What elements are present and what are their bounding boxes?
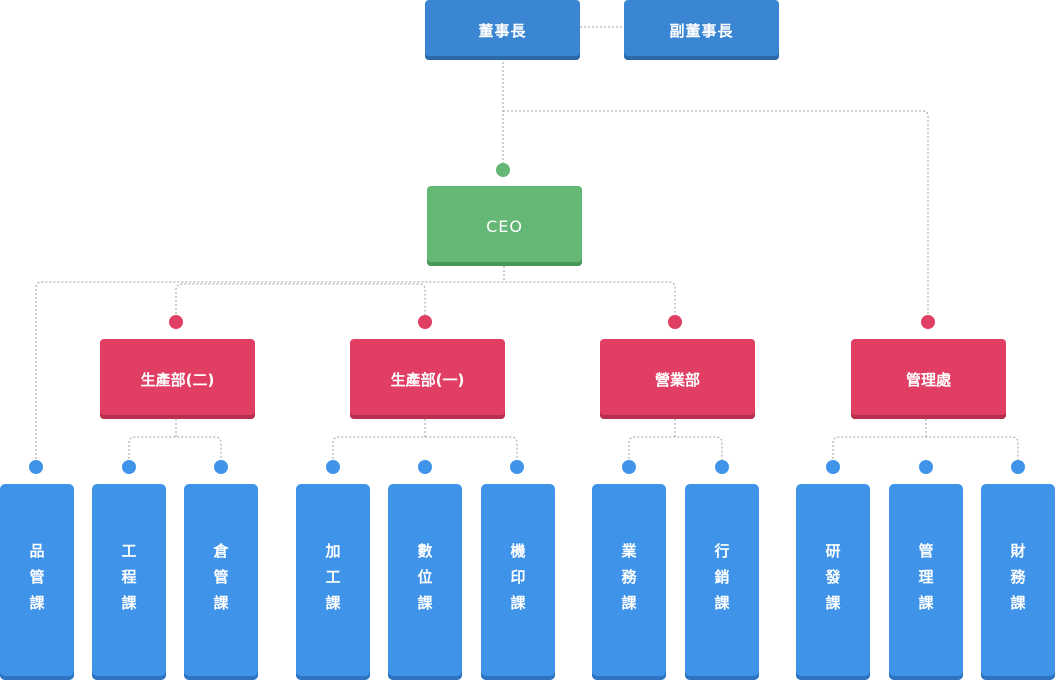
- unit-dot-engineering: [122, 460, 136, 474]
- vice-chairman-label: 副董事長: [669, 21, 734, 40]
- unit-administration: 管理課: [889, 484, 963, 680]
- unit-rnd: 研發課: [796, 484, 870, 680]
- unit-engineering: 工程課: [92, 484, 166, 680]
- unit-dot-rnd: [826, 460, 840, 474]
- unit-printing: 機印課: [481, 484, 555, 680]
- unit-label: 品管課: [27, 543, 46, 621]
- unit-dot-printing: [510, 460, 524, 474]
- vice-chairman-box: 副董事長: [624, 0, 779, 60]
- unit-dot-warehouse: [214, 460, 228, 474]
- unit-marketing: 行銷課: [685, 484, 759, 680]
- chairman-box: 董事長: [425, 0, 580, 60]
- unit-dot-digital: [418, 460, 432, 474]
- department-management: 管理處: [851, 339, 1006, 419]
- unit-label: 行銷課: [712, 543, 731, 621]
- department-label: 管理處: [905, 370, 951, 389]
- unit-quality-control: 品管課: [0, 484, 74, 680]
- ceo-connector-dot: [496, 163, 510, 177]
- department-label: 生產部(一): [390, 370, 465, 389]
- department-dot-sales: [668, 315, 682, 329]
- unit-label: 數位課: [415, 543, 434, 621]
- department-label: 營業部: [654, 370, 700, 389]
- department-sales: 營業部: [600, 339, 755, 419]
- department-dot-production-1: [418, 315, 432, 329]
- unit-label: 研發課: [823, 543, 842, 621]
- unit-warehouse: 倉管課: [184, 484, 258, 680]
- unit-dot-quality-control: [29, 460, 43, 474]
- department-production-1: 生產部(一): [350, 339, 505, 419]
- ceo-label: CEO: [486, 216, 523, 236]
- unit-label: 倉管課: [211, 543, 230, 621]
- unit-dot-processing: [326, 460, 340, 474]
- unit-label: 管理課: [916, 543, 935, 621]
- unit-finance: 財務課: [981, 484, 1055, 680]
- chairman-label: 董事長: [478, 21, 527, 40]
- unit-processing: 加工課: [296, 484, 370, 680]
- unit-label: 財務課: [1008, 543, 1027, 621]
- unit-label: 機印課: [508, 543, 527, 621]
- ceo-box: CEO: [427, 186, 582, 266]
- unit-digital: 數位課: [388, 484, 462, 680]
- department-dot-production-2: [169, 315, 183, 329]
- department-label: 生產部(二): [140, 370, 215, 389]
- unit-label: 業務課: [619, 543, 638, 621]
- unit-dot-marketing: [715, 460, 729, 474]
- unit-dot-administration: [919, 460, 933, 474]
- unit-dot-finance: [1011, 460, 1025, 474]
- unit-label: 加工課: [323, 543, 342, 621]
- unit-business: 業務課: [592, 484, 666, 680]
- unit-label: 工程課: [119, 543, 138, 621]
- department-dot-management: [921, 315, 935, 329]
- unit-dot-business: [622, 460, 636, 474]
- department-production-2: 生產部(二): [100, 339, 255, 419]
